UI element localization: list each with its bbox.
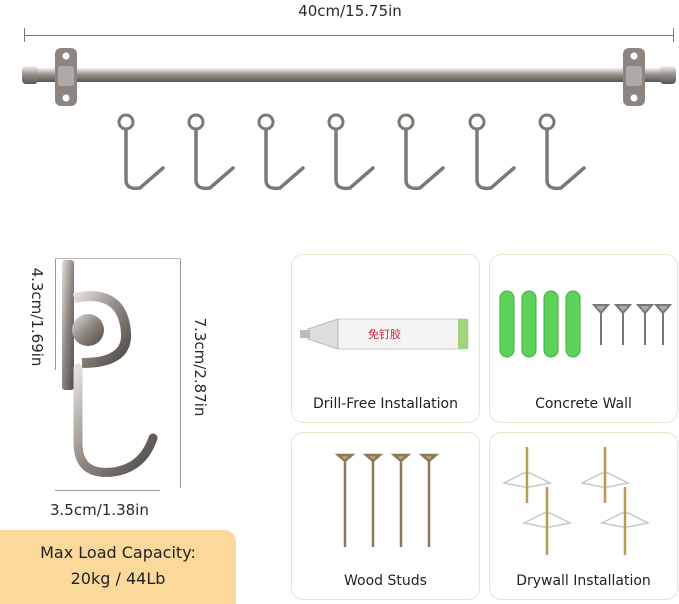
card-drill-free-label: Drill-Free Installation: [313, 396, 458, 412]
card-wood-studs-label: Wood Studs: [344, 573, 427, 589]
hook-1: [117, 113, 165, 191]
glue-tube-text: 免钉胶: [368, 327, 401, 341]
right-bracket: [623, 48, 645, 106]
card-drywall: Drywall Installation: [489, 432, 678, 600]
hook-small-dim-line: [55, 258, 56, 370]
hook-5: [397, 113, 445, 191]
wood-screws-icon: [334, 453, 440, 547]
rail-dimension-tick-left: [24, 28, 25, 42]
hook-7: [538, 113, 586, 191]
max-load-value: 20kg / 44Lb: [70, 569, 166, 588]
glue-tube-icon: 免钉胶: [300, 318, 469, 350]
hook-total-height-label: 7.3cm/2.87in: [191, 317, 209, 417]
hook-top-dim-line: [55, 258, 181, 259]
card-wood-studs: Wood Studs: [291, 432, 480, 600]
rail-dimension-tick-right: [673, 28, 674, 42]
drywall-anchors-icon: [501, 447, 651, 555]
hook-2: [187, 113, 235, 191]
card-drywall-label: Drywall Installation: [516, 573, 651, 589]
card-drill-free: 免钉胶 Drill-Free Installation: [291, 254, 480, 423]
rail-length-label: 40cm/15.75in: [298, 2, 402, 20]
max-load-box: Max Load Capacity: 20kg / 44Lb: [0, 530, 236, 604]
left-bracket: [55, 48, 77, 106]
hook-width-dim-line: [55, 490, 160, 491]
rail-with-hooks: [22, 48, 676, 191]
rail-dimension-line: [24, 35, 674, 36]
hook-4: [327, 113, 375, 191]
card-concrete-wall: Concrete Wall: [489, 254, 678, 423]
max-load-title: Max Load Capacity:: [40, 543, 196, 562]
hook-3: [257, 113, 305, 191]
hook-6: [468, 113, 516, 191]
anchors-and-screws-icon: [499, 290, 673, 358]
hook-detail-drawing: [62, 260, 158, 477]
hook-small-height-label: 4.3cm/1.69in: [28, 267, 46, 367]
hook-total-dim-line: [180, 258, 181, 488]
card-concrete-wall-label: Concrete Wall: [535, 396, 632, 412]
hook-width-label: 3.5cm/1.38in: [50, 501, 149, 519]
